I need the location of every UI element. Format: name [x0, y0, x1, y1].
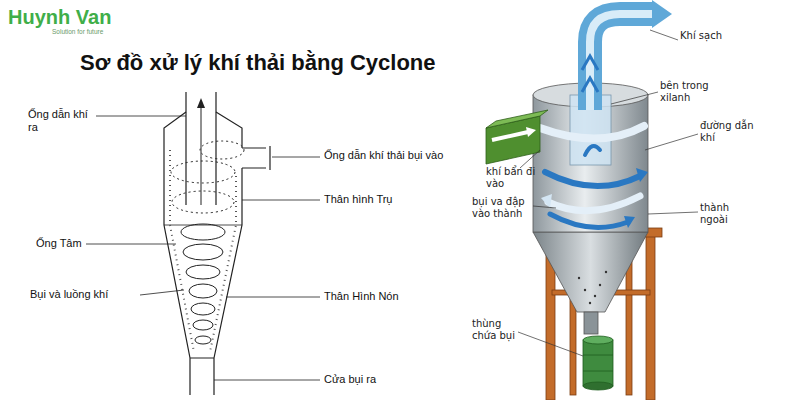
cone-hopper: [533, 232, 648, 312]
leader-line: [226, 297, 320, 298]
part-label: Thân Hình Nón: [324, 290, 444, 303]
logo-text: Huynh Van: [8, 6, 148, 29]
arrow-head: [636, 168, 648, 182]
bin-top: [583, 336, 613, 344]
body-joint: [164, 225, 242, 226]
cyclone-body: [164, 112, 242, 395]
leader-line: [518, 332, 583, 356]
dust-dot: [584, 289, 586, 291]
part-label: Bụi và luồng khí: [30, 288, 140, 301]
inlet-duct: [486, 110, 548, 164]
dust-outlet: [584, 312, 598, 334]
part-label: đường dẫn khí: [700, 120, 762, 143]
leader-line: [86, 244, 176, 245]
dust-bin: [583, 336, 613, 390]
arrow-head: [624, 216, 635, 228]
spiral-loop: [181, 224, 225, 240]
spiral-loop: [191, 303, 215, 315]
spiral-loop: [200, 141, 244, 159]
outlet-pipe: [582, 0, 672, 110]
dust-dot: [578, 277, 580, 279]
swirl-arrow: [548, 196, 640, 211]
duct-top: [486, 110, 548, 128]
swirl-arrow: [540, 126, 644, 139]
part-label: thành ngoài: [700, 202, 752, 225]
diagram-title: Sơ đồ xử lý khí thải bằng Cyclone: [80, 50, 540, 75]
part-label: Ống dẫn khí thải bụi vào: [324, 149, 469, 162]
part-label: Khí sạch: [680, 30, 750, 42]
dust-dot: [594, 295, 596, 297]
part-label: Ống dẫn khí ra: [28, 108, 98, 133]
leader-line: [242, 200, 320, 201]
inflow-arrow: [492, 132, 528, 140]
leader-line: [96, 116, 186, 117]
arrow-head: [526, 127, 536, 137]
spiral-loop: [193, 320, 213, 330]
bin-bottom: [583, 382, 613, 390]
dust-particles: [578, 271, 607, 304]
dust-dot: [589, 302, 591, 304]
spiral-loop: [172, 191, 234, 213]
leader-line: [645, 134, 698, 150]
dust-spiral: [171, 141, 244, 213]
frame-leg: [646, 232, 655, 400]
leader-line: [533, 206, 556, 208]
gas-arrow: [201, 106, 202, 205]
updraft-arrow: [582, 56, 598, 92]
swirl-arrow: [550, 214, 628, 227]
leader-lines: [518, 30, 698, 356]
dust-particles: [170, 150, 236, 352]
leader-line: [648, 212, 698, 214]
leader-lines: [86, 116, 320, 380]
leader-line: [520, 150, 540, 168]
bin-body: [583, 340, 613, 386]
inlet-pipe: [242, 146, 270, 170]
leader-line: [650, 30, 678, 40]
swirl-arrow: [545, 172, 640, 186]
part-label: khí bẩn đi vào: [486, 166, 536, 189]
leader-line: [611, 92, 658, 104]
spiral-loop: [186, 265, 220, 279]
arrow-heads: [541, 168, 648, 228]
leader-line: [140, 290, 184, 295]
swirl-arrows: [540, 126, 644, 227]
part-label: bụi va đập vào thành: [472, 196, 536, 219]
vortex-spiral: [181, 224, 225, 344]
arrow-head: [197, 98, 205, 108]
dust-dot: [599, 284, 601, 286]
dust-dot: [605, 271, 607, 273]
part-label: Ống Tâm: [36, 237, 96, 250]
outer-wall: [533, 95, 648, 232]
leader-line: [214, 380, 320, 381]
bin-ring: [583, 371, 613, 372]
part-label: Cửa bụi ra: [324, 373, 424, 386]
part-label: bên trong xilanh: [660, 80, 722, 103]
part-label: thùng chứa bụi: [472, 318, 520, 341]
cyclone-schematic: [86, 92, 320, 395]
spiral-loop: [183, 244, 223, 260]
logo-slogan: Solution for future: [52, 28, 142, 35]
part-label: Thân hình Trụ: [324, 193, 444, 206]
bin-ring: [583, 355, 613, 356]
arrow-head: [652, 0, 672, 28]
spiral-loop: [189, 284, 217, 298]
spiral-loop: [171, 161, 235, 183]
swirl-arrow: [585, 146, 600, 155]
leader-line: [272, 157, 320, 158]
center-tube: [186, 92, 216, 205]
arrow-head: [541, 194, 552, 208]
spiral-loop: [195, 336, 211, 344]
